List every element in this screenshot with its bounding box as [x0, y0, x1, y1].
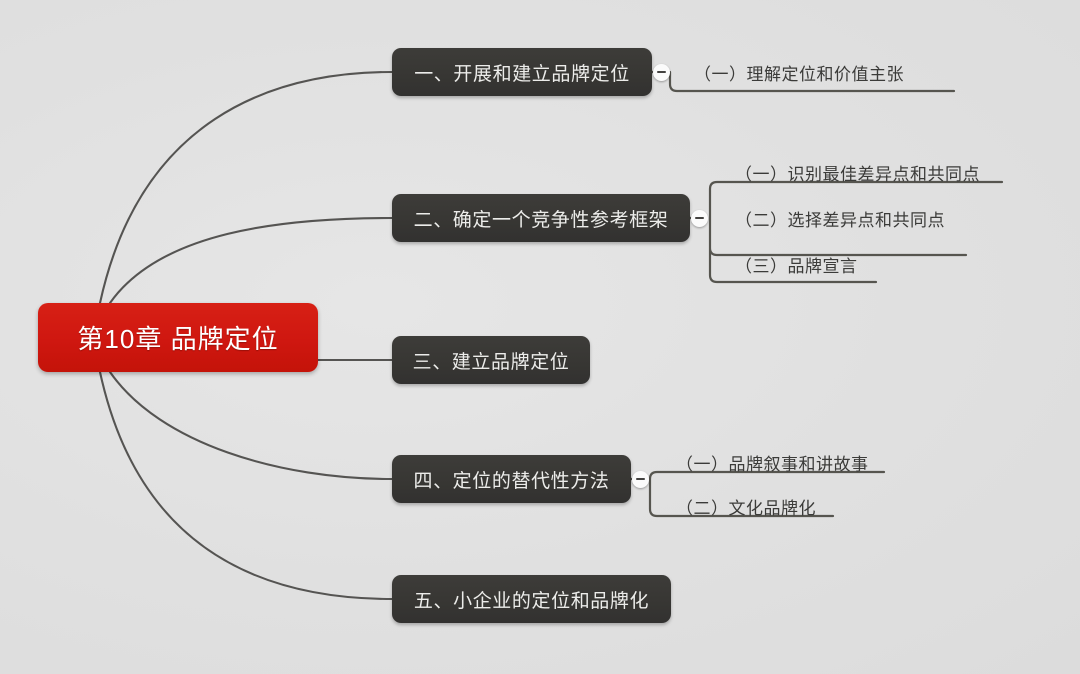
branch-node-3-label: 三、建立品牌定位 — [412, 351, 570, 373]
connector-root-branch-5 — [98, 370, 394, 601]
minus-icon — [636, 478, 645, 480]
leaf-item-4-1[interactable]: （一）品牌叙事和讲故事 — [676, 450, 869, 475]
leaf-item-2-2-label: （二）选择差异点和共同点 — [735, 211, 945, 230]
leaf-item-2-2[interactable]: （二）选择差异点和共同点 — [735, 206, 945, 231]
leaf-item-2-3-label: （三）品牌宣言 — [735, 257, 858, 276]
collapse-handle-branch-4[interactable] — [632, 470, 649, 488]
branch-node-2[interactable]: 二、确定一个竞争性参考框架 — [392, 194, 690, 242]
minus-icon — [695, 217, 704, 219]
connector-root-branch-4 — [108, 370, 394, 481]
root-node-label: 第10章 品牌定位 — [77, 324, 279, 354]
branch-node-2-label: 二、确定一个竞争性参考框架 — [413, 209, 669, 231]
minus-icon — [657, 71, 666, 73]
connector-root-branch-2 — [108, 216, 394, 305]
leaf-item-2-1-label: （一）识别最佳差异点和共同点 — [735, 165, 980, 184]
leaf-item-2-1[interactable]: （一）识别最佳差异点和共同点 — [735, 160, 980, 185]
leaf-item-4-2-label: （二）文化品牌化 — [676, 499, 816, 518]
leaf-item-4-2[interactable]: （二）文化品牌化 — [676, 494, 816, 519]
branch-node-1[interactable]: 一、开展和建立品牌定位 — [392, 48, 652, 96]
branch-node-4[interactable]: 四、定位的替代性方法 — [392, 455, 631, 503]
branch-node-5-label: 五、小企业的定位和品牌化 — [413, 590, 650, 612]
branch-node-4-label: 四、定位的替代性方法 — [413, 470, 610, 492]
connector-root-branch-1 — [98, 70, 394, 305]
collapse-handle-branch-1[interactable] — [653, 63, 670, 81]
branch-node-5[interactable]: 五、小企业的定位和品牌化 — [392, 575, 671, 623]
leaf-item-1-1-label: （一）理解定位和价值主张 — [694, 65, 904, 84]
leaf-item-1-1[interactable]: （一）理解定位和价值主张 — [694, 60, 904, 85]
branch-node-1-label: 一、开展和建立品牌定位 — [414, 63, 630, 85]
branch-node-3[interactable]: 三、建立品牌定位 — [392, 336, 590, 384]
leaf-item-4-1-label: （一）品牌叙事和讲故事 — [676, 455, 869, 474]
leaf-item-2-3[interactable]: （三）品牌宣言 — [735, 252, 858, 277]
root-node[interactable]: 第10章 品牌定位 — [38, 303, 318, 372]
collapse-handle-branch-2[interactable] — [691, 209, 708, 227]
